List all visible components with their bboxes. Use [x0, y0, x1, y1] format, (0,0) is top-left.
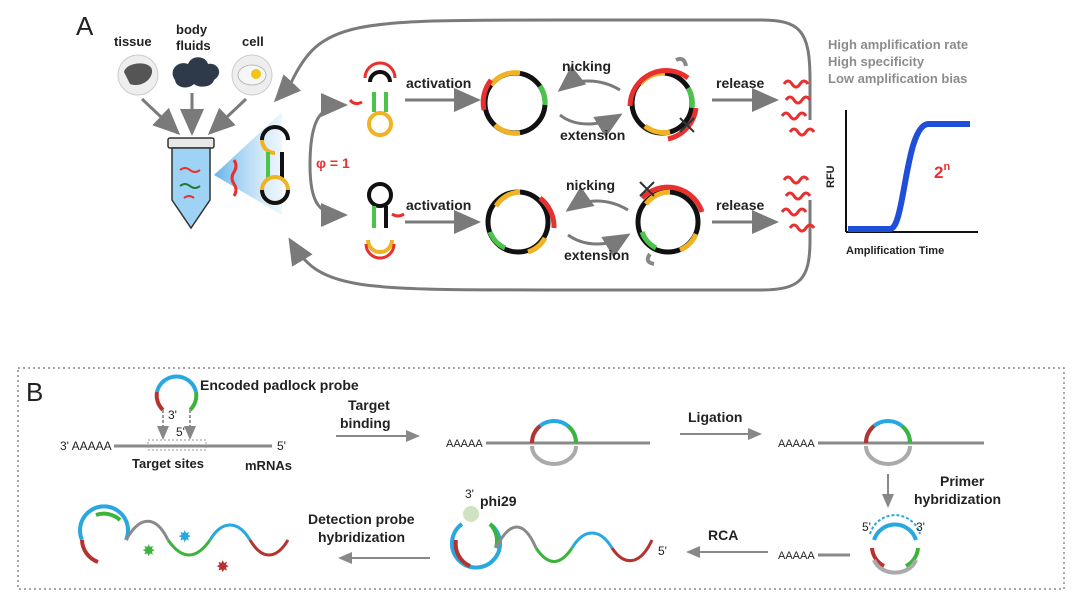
detection-product — [78, 504, 290, 564]
phi29-polymerase-icon — [463, 506, 479, 522]
bottom-scissors-icon — [639, 181, 655, 197]
svg-text:✸: ✸ — [142, 543, 155, 560]
bottom-release-label: release — [716, 197, 764, 213]
source-fluids-label: fluids — [176, 38, 211, 53]
top-activation-label: activation — [406, 75, 471, 91]
top-extended-circle — [627, 56, 699, 142]
bottom-cycle-arrows — [565, 186, 631, 258]
source-tissue-label: tissue — [114, 34, 152, 49]
source-body-label: body — [176, 22, 208, 37]
rca-product — [450, 506, 654, 570]
panel-b-label: B — [26, 377, 43, 407]
target-binding-label-1: Target — [348, 397, 390, 413]
svg-text:✸: ✸ — [178, 529, 191, 546]
top-released-strands-icon — [780, 79, 816, 137]
bottom-released-strands-icon — [780, 175, 816, 233]
bottom-extension-label: extension — [564, 247, 629, 263]
amplification-curve — [848, 121, 970, 232]
svg-text:✸: ✸ — [216, 559, 229, 576]
ligation-label: Ligation — [688, 409, 742, 425]
bound-probe-1: AAAAA — [446, 419, 650, 466]
light-beam — [214, 112, 282, 215]
phi29-label: phi29 — [480, 493, 517, 509]
primer-hybridized-probe: AAAAA — [778, 514, 921, 575]
svg-text:AAAAA: AAAAA — [446, 438, 483, 450]
chart-xlabel: Amplification Time — [846, 245, 944, 257]
detection-label-2: hybridization — [318, 529, 405, 545]
chart-ylabel: RFU — [825, 165, 837, 188]
target-sites-label: Target sites — [132, 456, 204, 471]
fluorophore-star-icons: ✸ ✸ ✸ — [142, 529, 229, 576]
bottom-extended-circle — [635, 184, 705, 266]
rca-5prime: 5' — [658, 544, 667, 558]
top-circle-probe — [480, 70, 548, 136]
feature-2: High specificity — [828, 54, 925, 69]
panel-a-label: A — [76, 11, 94, 41]
source-cell-label: cell — [242, 34, 264, 49]
feature-3: Low amplification bias — [828, 71, 967, 86]
tissue-icon — [117, 54, 159, 96]
svg-text:AAAAA: AAAAA — [778, 438, 815, 450]
svg-text:AAAAA: AAAAA — [778, 550, 815, 562]
phi-label: φ = 1 — [316, 155, 350, 171]
top-activated-probe-icon — [348, 61, 397, 137]
top-cycle-arrows — [557, 65, 623, 138]
ligated-probe: AAAAA — [778, 419, 984, 466]
top-release-label: release — [716, 75, 764, 91]
scissors-icon — [679, 117, 695, 133]
hairpin-probe-icon — [260, 125, 290, 205]
padlock-probe-icon — [154, 374, 199, 440]
bottom-activation-label: activation — [406, 197, 471, 213]
mrnas-label: mRNAs — [245, 458, 292, 473]
primer-3prime: 3' — [916, 520, 925, 534]
panel-b-frame — [17, 367, 1065, 590]
primer-label-2: hybridization — [914, 491, 1001, 507]
top-nicking-label: nicking — [562, 58, 611, 74]
chart-annotation: 2n — [934, 161, 950, 182]
bottom-activated-probe-icon — [364, 182, 405, 260]
cell-icon — [231, 54, 273, 96]
probe-3prime: 3' — [168, 408, 177, 422]
padlock-probe-label: Encoded padlock probe — [200, 377, 359, 393]
body-fluids-icon — [172, 57, 220, 88]
bottom-nicking-label: nicking — [566, 177, 615, 193]
bottom-circle-probe — [485, 189, 557, 255]
sample-tube-icon — [167, 137, 215, 230]
mrna-3-label: 3' AAAAA — [60, 439, 112, 453]
phi29-3prime: 3' — [465, 487, 474, 501]
primer-label-1: Primer — [940, 473, 985, 489]
detection-label-1: Detection probe — [308, 511, 415, 527]
primer-5prime: 5' — [862, 520, 871, 534]
top-extension-label: extension — [560, 127, 625, 143]
probe-5prime: 5' — [176, 425, 185, 439]
target-sites-box — [147, 439, 207, 451]
rca-label: RCA — [708, 527, 738, 543]
mrna-5-label: 5' — [277, 439, 286, 453]
target-binding-label-2: binding — [340, 415, 391, 431]
amplification-chart: RFU Amplification Time 2n — [825, 110, 978, 257]
feature-1: High amplification rate — [828, 37, 968, 52]
target-strand-icon — [230, 159, 238, 197]
